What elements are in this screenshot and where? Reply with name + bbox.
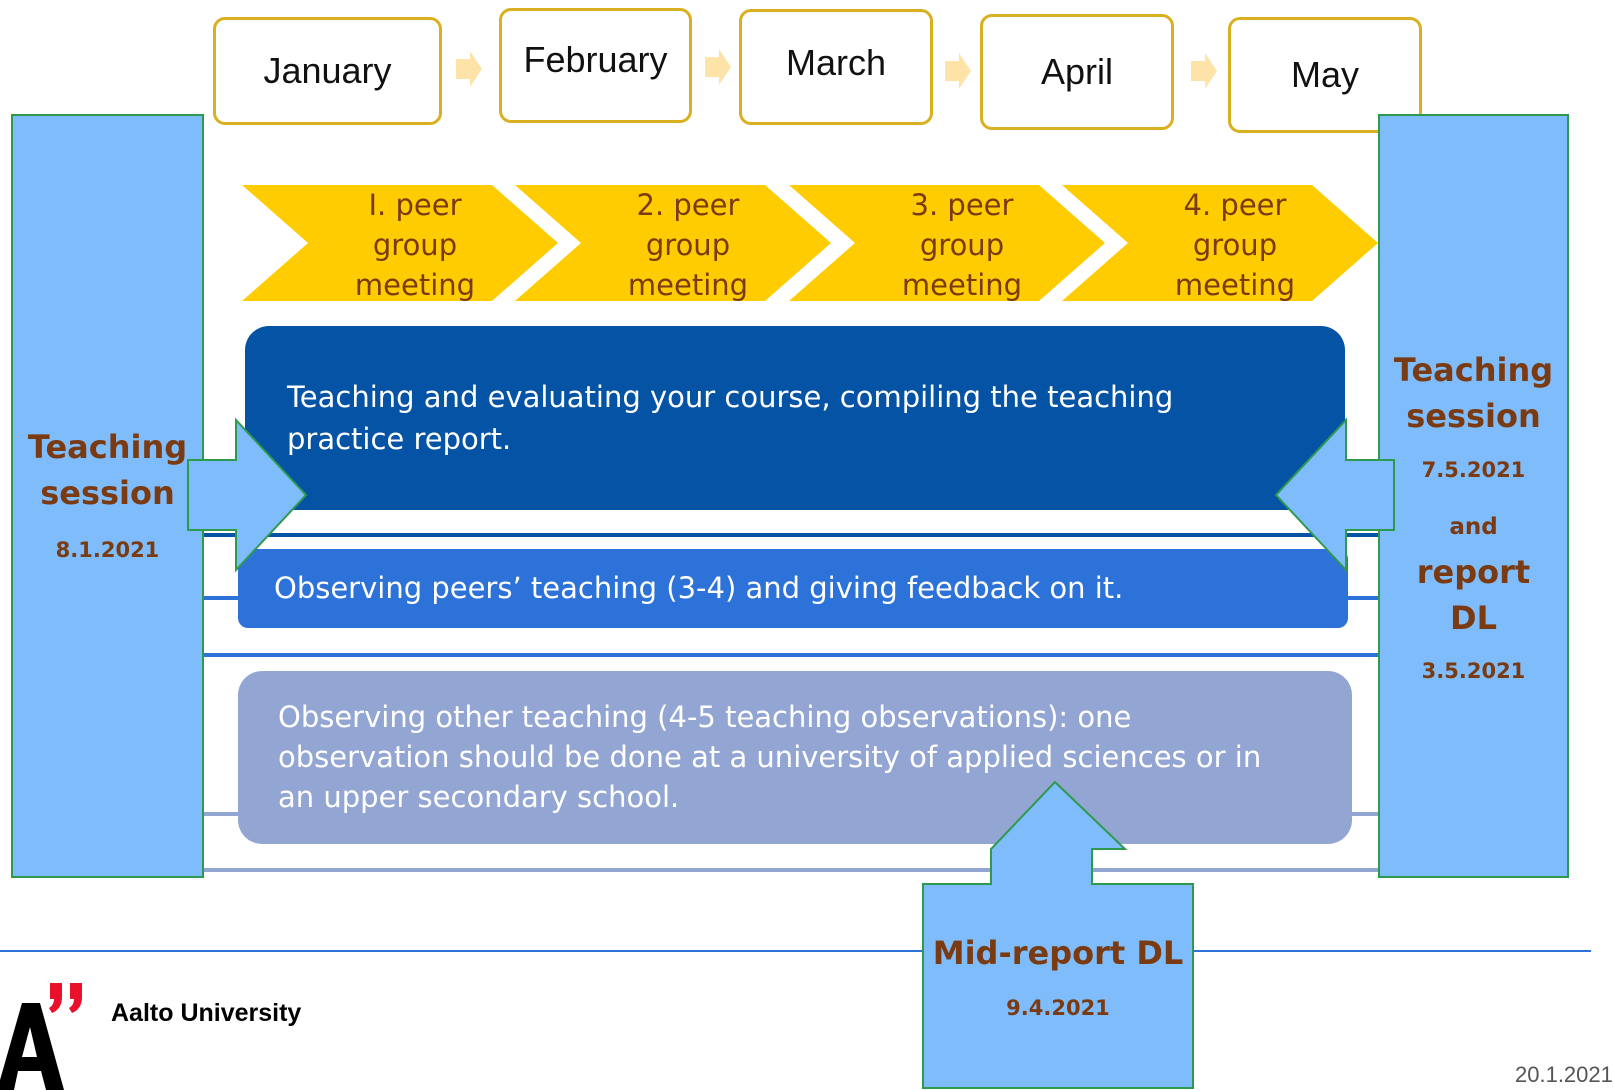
peer-meeting-label: meeting — [354, 268, 476, 302]
footer-line — [0, 950, 1591, 952]
peer-meeting-label: group — [372, 228, 458, 262]
bar-peers-text: Observing peers’ teaching (3-4) and givi… — [274, 571, 1124, 605]
peer-meeting-4: 4. peer group meeting — [1062, 185, 1378, 301]
org-name: Aalto University — [111, 999, 302, 1027]
right-session-and: and — [1449, 514, 1498, 540]
page-date: 20.1.2021 — [1515, 1062, 1613, 1087]
left-session-line1: Teaching — [27, 428, 188, 466]
peer-meeting-label: group — [919, 228, 1005, 262]
month-arrow-icon — [705, 49, 731, 85]
left-session-panel — [11, 114, 204, 878]
peer-meeting-label: I. peer — [368, 188, 462, 222]
right-report-date: 3.5.2021 — [1421, 659, 1526, 683]
right-session-title: Teaching session — [1378, 347, 1569, 439]
bar-teaching: Teaching and evaluating your course, com… — [245, 326, 1345, 510]
month-march: March — [739, 9, 933, 125]
divider-line — [200, 868, 1385, 872]
mid-report-title: Mid-report DL — [932, 934, 1184, 972]
month-label: March — [785, 42, 887, 83]
arrow-up-icon — [922, 780, 1194, 1089]
left-session-date: 8.1.2021 — [55, 538, 160, 562]
month-label: April — [1040, 51, 1114, 92]
right-session-line2: session — [1406, 397, 1541, 435]
right-session-date: 7.5.2021 — [1421, 458, 1526, 482]
month-january: January — [213, 17, 442, 125]
bar-teaching-text: Teaching and evaluating your course, com… — [287, 380, 1174, 456]
month-label: May — [1290, 54, 1359, 95]
peer-meeting-label: group — [645, 228, 731, 262]
peer-meeting-2: 2. peer group meeting — [515, 185, 831, 301]
peer-meeting-label: 4. peer — [1183, 188, 1287, 222]
divider-line — [200, 533, 1385, 537]
month-may: May — [1228, 17, 1422, 133]
arrow-right-icon — [187, 417, 308, 573]
month-label: February — [523, 38, 668, 80]
right-session-panel — [1378, 114, 1569, 878]
bar-peers: Observing peers’ teaching (3-4) and givi… — [238, 549, 1348, 628]
month-arrow-icon — [1191, 53, 1217, 89]
peer-meeting-label: 2. peer — [636, 188, 740, 222]
right-session-line1: Teaching — [1393, 351, 1554, 389]
right-report-line2: DL — [1450, 599, 1497, 637]
month-april: April — [980, 14, 1174, 130]
left-session-title: Teaching session — [11, 424, 204, 516]
mid-report-date: 9.4.2021 — [1006, 996, 1110, 1020]
right-report-title: report DL — [1378, 549, 1569, 641]
right-report-line1: report — [1416, 553, 1531, 591]
month-label: January — [263, 50, 392, 91]
left-session-line2: session — [40, 474, 175, 512]
month-february: February — [499, 8, 692, 123]
aalto-logo-icon — [0, 983, 82, 1090]
bar-other: Observing other teaching (4-5 teaching o… — [238, 671, 1352, 844]
peer-meeting-label: meeting — [901, 268, 1023, 302]
bar-other-text: Observing other teaching (4-5 teaching o… — [278, 700, 1262, 814]
month-arrow-icon — [456, 51, 482, 87]
divider-line — [200, 653, 1385, 657]
month-arrow-icon — [945, 53, 971, 89]
peer-meeting-label: group — [1192, 228, 1278, 262]
peer-meeting-label: 3. peer — [910, 188, 1014, 222]
peer-meeting-label: meeting — [627, 268, 749, 302]
arrow-left-icon — [1274, 417, 1395, 573]
peer-meeting-3: 3. peer group meeting — [789, 185, 1105, 301]
peer-meeting-1: I. peer group meeting — [242, 185, 558, 301]
peer-meeting-label: meeting — [1174, 268, 1296, 302]
